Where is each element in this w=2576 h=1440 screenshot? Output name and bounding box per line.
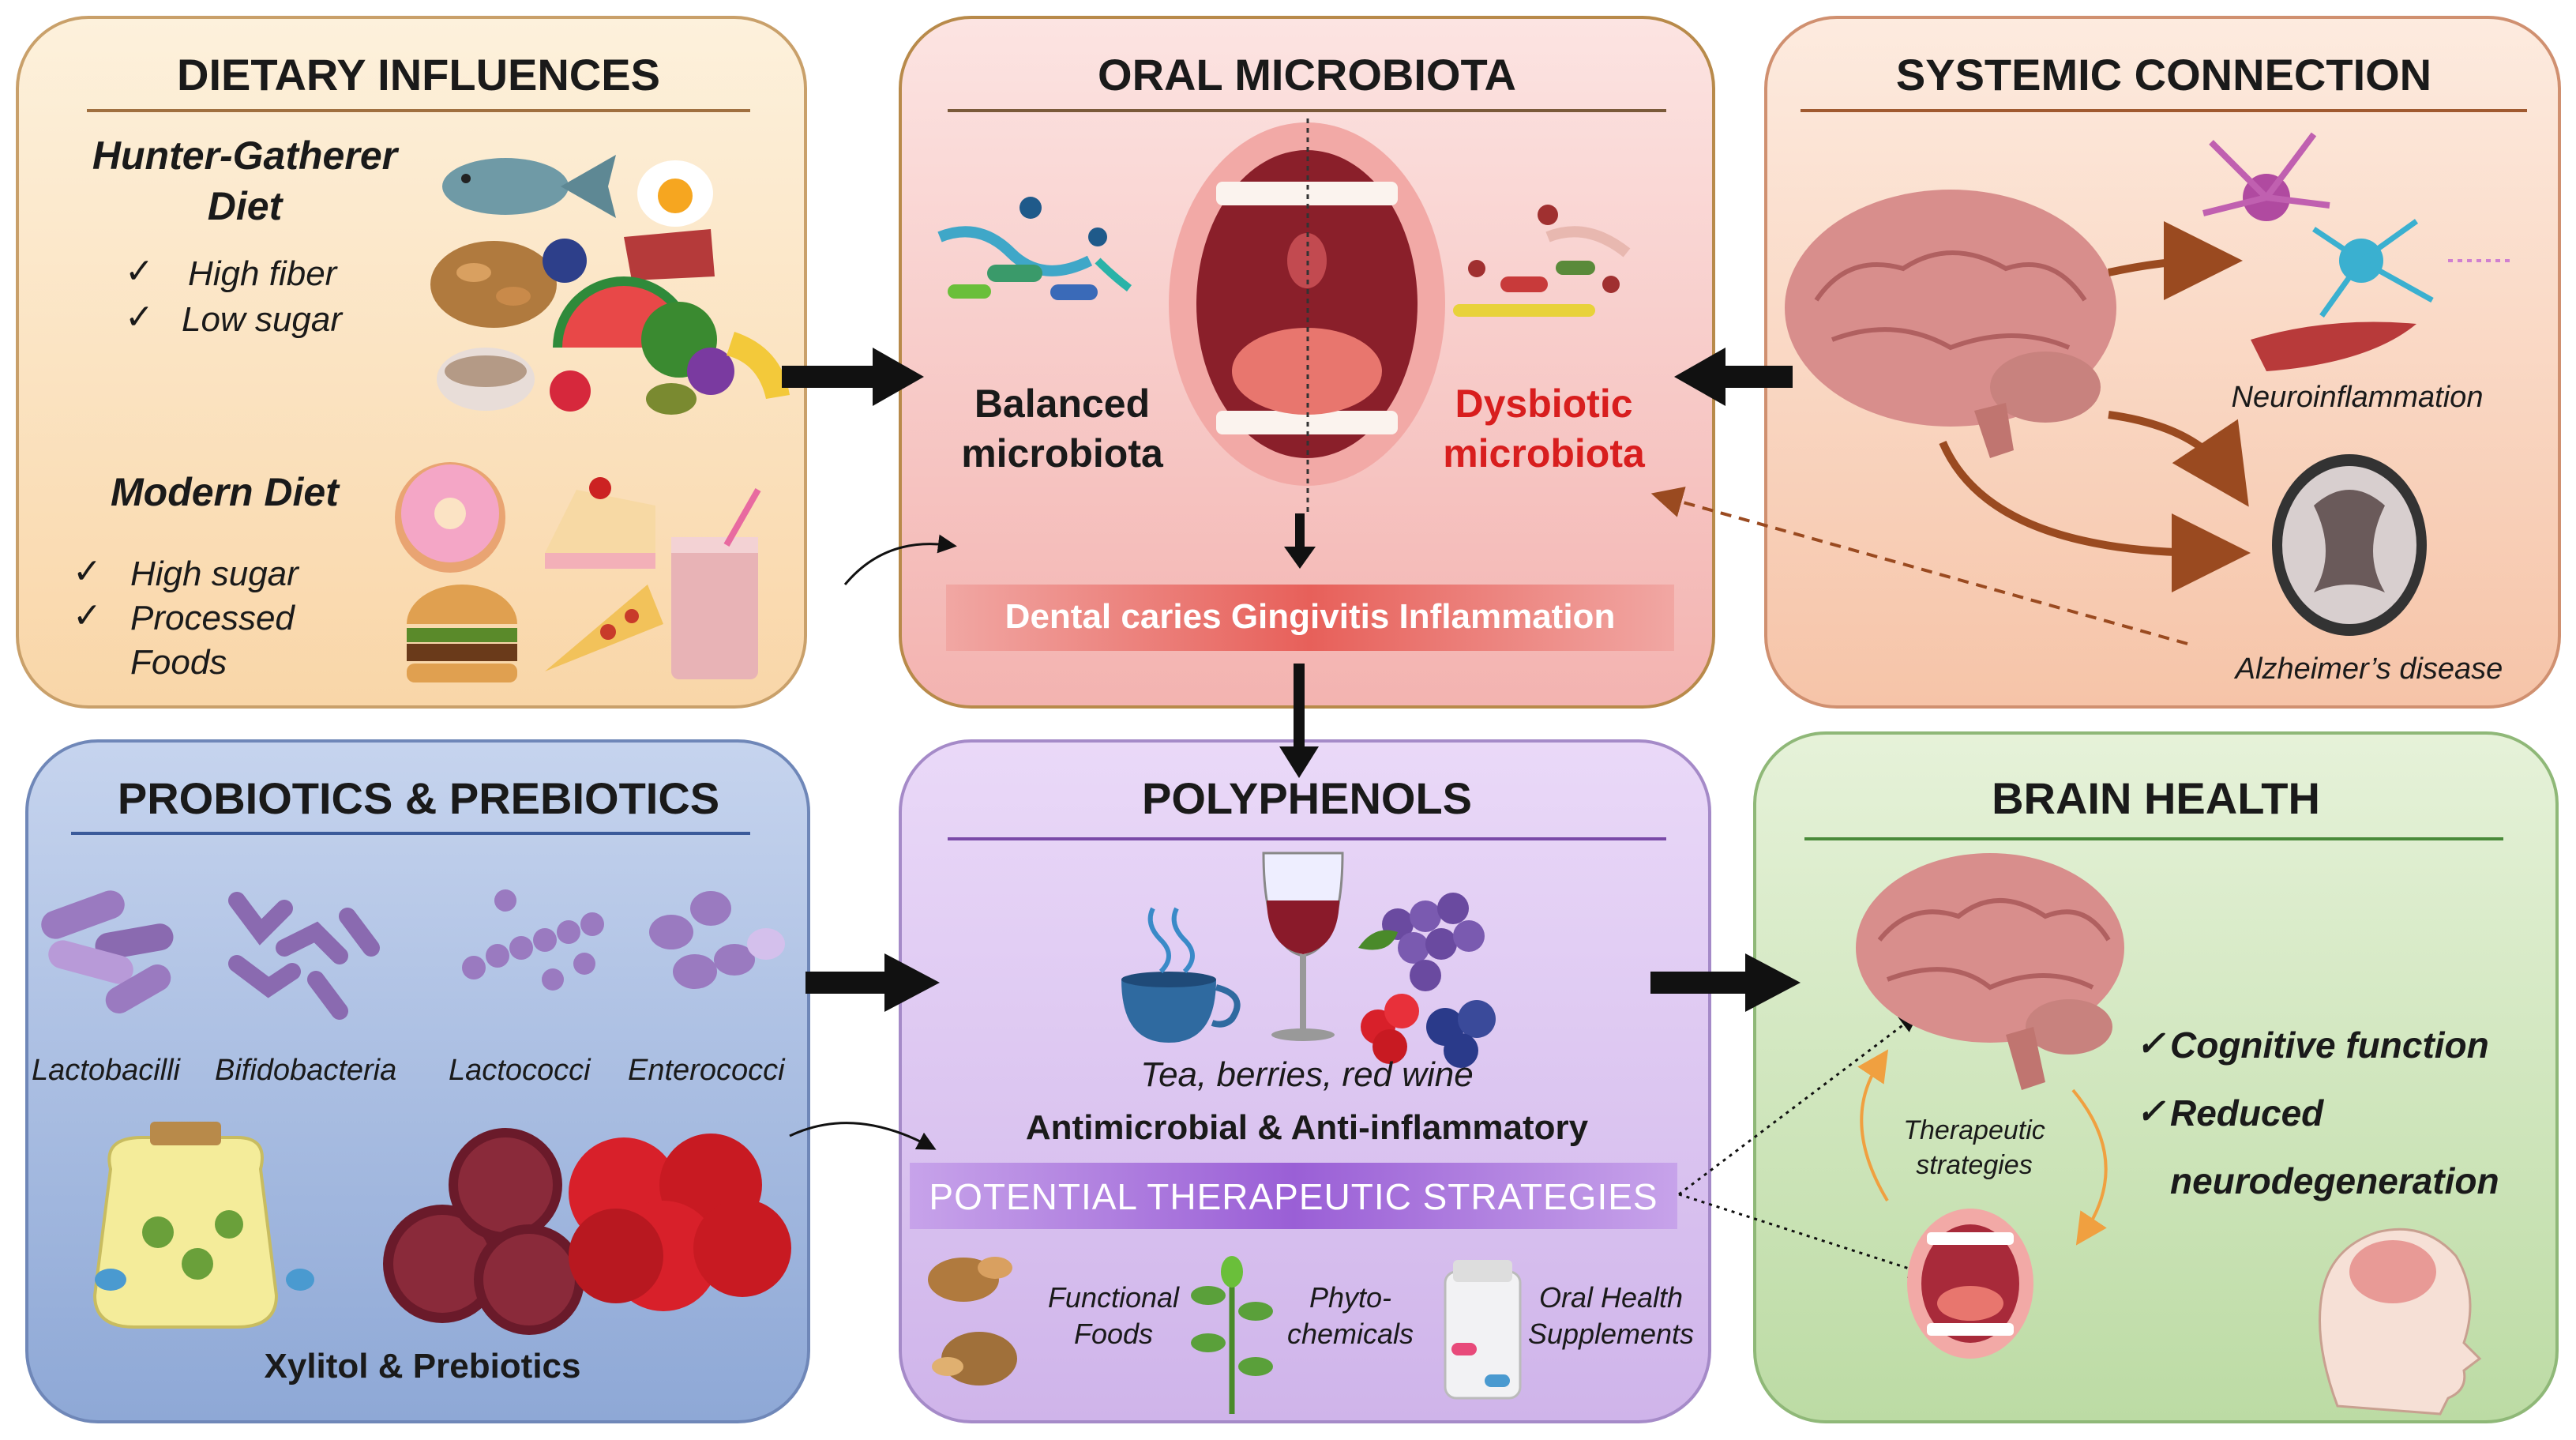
arrow-probiotics-to-polyphenols (805, 953, 940, 1012)
grapes-berries-icon (1358, 893, 1496, 1068)
check-outcome-1: ✓ (2136, 1025, 2165, 1063)
mouth-icon (1169, 122, 1445, 486)
orange-arrow-right (2071, 1088, 2108, 1246)
arrow-polyphenols-to-brain (1650, 953, 1801, 1012)
check-outcome-2: ✓ (2136, 1092, 2165, 1131)
modern-item-2: Processed (130, 599, 295, 637)
balanced-label-1: Balanced (974, 382, 1151, 426)
bifidobacteria-icon (228, 892, 380, 1020)
bifidobacteria-label: Bifidobacteria (215, 1054, 397, 1087)
polyphenol-effects: Antimicrobial & Anti-inflammatory (1025, 1108, 1589, 1147)
whole-foods-icon (430, 229, 790, 415)
dysbiotic-label-2: microbiota (1443, 431, 1645, 476)
polyphenols-panel (899, 739, 1711, 1423)
dysbiotic-bacteria-icon (1453, 205, 1631, 317)
cake-icon (545, 477, 655, 569)
healthy-mouth-icon (1907, 1209, 2033, 1359)
check-1: ✓ (125, 252, 154, 291)
hunter-diet-title-2: Diet (207, 184, 283, 228)
dotted-arrow-to-brain (1678, 1013, 1919, 1196)
check-2: ✓ (125, 298, 154, 337)
check-4: ✓ (73, 596, 102, 635)
dietary-title: DIETARY INFLUENCES (177, 50, 660, 100)
arrow-systemic-to-oral (1674, 348, 1793, 406)
enterococci-icon (649, 891, 785, 989)
lactobacilli-icon (41, 890, 174, 1013)
arrow-brain-to-alz-1 (2108, 411, 2249, 507)
brain-icon (1785, 190, 2116, 458)
oral-title: ORAL MICROBIOTA (1098, 50, 1516, 100)
lactococci-label: Lactococci (449, 1054, 591, 1087)
supplement-bottle-icon (1444, 1260, 1522, 1400)
hunter-diet-title-1: Hunter-Gatherer (92, 133, 398, 178)
arrow-diet-to-oral (782, 348, 924, 406)
alzheimers-label: Alzheimer’s disease (2235, 652, 2503, 686)
plant-icon (1191, 1256, 1273, 1414)
hunter-item-2: Low sugar (182, 300, 343, 339)
balanced-label-2: microbiota (961, 431, 1163, 476)
strategies-banner (910, 1163, 1677, 1229)
neuroinflammation-label: Neuroinflammation (2231, 381, 2484, 414)
tea-cup-icon (1121, 907, 1241, 1043)
systemic-title: SYSTEMIC CONNECTION (1895, 50, 2432, 100)
arrow-down-to-conditions (1284, 513, 1316, 569)
brain-health-title: BRAIN HEALTH (1992, 773, 2320, 823)
outcome-cognitive: Cognitive function (2170, 1025, 2489, 1066)
curved-arrow-probiotics (789, 1122, 937, 1150)
dashed-arrow-alzheimer (1650, 487, 2188, 645)
dotted-arrow-to-mouth (1678, 1193, 1928, 1278)
arrow-oral-to-polyphenols (1279, 664, 1319, 778)
neuron-icon (2202, 132, 2511, 371)
functional-foods-label-2: Foods (1073, 1318, 1154, 1350)
supplements-label-1: Oral Health (1538, 1281, 1684, 1314)
curved-arrow-diet (843, 534, 957, 585)
egg-icon (637, 160, 713, 227)
lactococci-icon (462, 889, 604, 991)
phytochemicals-label-2: chemicals (1286, 1318, 1414, 1350)
brain-scan-icon (2272, 454, 2427, 636)
therapeutic-label-1: Therapeutic (1903, 1115, 2045, 1145)
pizza-icon (545, 585, 663, 671)
arrow-brain-to-alz-2 (1939, 441, 2251, 592)
check-3: ✓ (73, 552, 102, 591)
modern-item-1: High sugar (130, 555, 299, 593)
phytochemicals-label-1: Phyto- (1309, 1281, 1392, 1314)
supplements-label-2: Supplements (1527, 1318, 1695, 1350)
head-profile-icon (2319, 1228, 2482, 1416)
modern-diet-title: Modern Diet (111, 470, 339, 514)
conditions-banner (946, 585, 1674, 651)
conditions-text: Dental caries Gingivitis Inflammation (1004, 597, 1616, 636)
wine-glass-icon (1262, 852, 1344, 1041)
outcome-reduced: Reduced (2170, 1092, 2324, 1134)
strategies-text: POTENTIAL THERAPEUTIC STRATEGIES (929, 1176, 1658, 1217)
nuts-icon (928, 1257, 1017, 1385)
polyphenol-sources: Tea, berries, red wine (1140, 1055, 1474, 1094)
balanced-bacteria-icon (937, 197, 1132, 300)
smoothie-icon (671, 488, 761, 679)
lactobacilli-label: Lactobacilli (32, 1054, 180, 1087)
fish-icon (442, 155, 616, 218)
healthy-brain-icon (1856, 853, 2124, 1090)
functional-foods-label-1: Functional (1047, 1281, 1180, 1314)
jar-icon (92, 1122, 314, 1329)
outcome-neurodegeneration: neurodegeneration (2170, 1160, 2499, 1201)
polyphenols-title: POLYPHENOLS (1141, 773, 1473, 823)
orange-arrow-left (1857, 1049, 1889, 1202)
hunter-item-1: High fiber (188, 254, 337, 293)
dysbiotic-label-1: Dysbiotic (1455, 382, 1633, 426)
enterococci-label: Enterococci (628, 1054, 785, 1087)
berry-slices-icon (383, 1128, 584, 1335)
probiotics-title: PROBIOTICS & PREBIOTICS (117, 773, 720, 823)
therapeutic-label-2: strategies (1916, 1150, 2033, 1180)
arrow-brain-to-neuro (2107, 221, 2243, 301)
cranberries-icon (569, 1134, 791, 1311)
donut-icon (395, 462, 505, 573)
xylitol-label: Xylitol & Prebiotics (264, 1347, 581, 1385)
modern-item-3: Foods (130, 643, 227, 682)
burger-icon (407, 585, 517, 682)
